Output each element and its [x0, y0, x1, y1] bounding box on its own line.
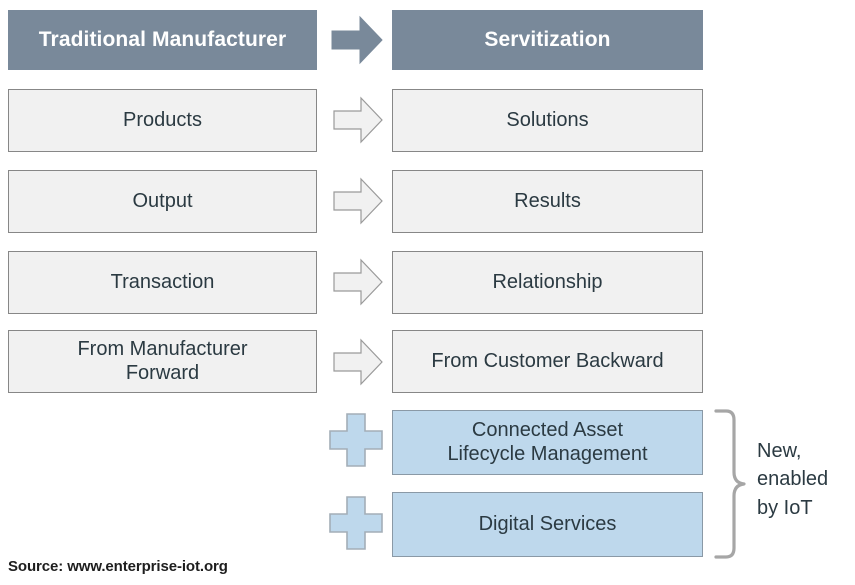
arrow-right-icon-row-1 [333, 95, 383, 145]
right-row-2: Results [392, 170, 703, 233]
left-row-3: Transaction [8, 251, 317, 314]
left-row-1-label: Products [123, 108, 202, 131]
left-row-3-label: Transaction [110, 270, 215, 293]
addition-row-2: Digital Services [392, 492, 703, 557]
left-row-4: From Manufacturer Forward [8, 330, 317, 393]
right-row-1-label: Solutions [506, 108, 589, 131]
plus-icon-addition-2 [328, 495, 384, 551]
arrow-right-icon-row-3 [333, 257, 383, 307]
left-column-header: Traditional Manufacturer [8, 10, 317, 70]
addition-row-1: Connected Asset Lifecycle Management [392, 410, 703, 475]
left-row-2-label: Output [132, 189, 193, 212]
right-curly-brace-icon [712, 408, 748, 560]
left-row-2: Output [8, 170, 317, 233]
right-row-4-label: From Customer Backward [431, 349, 664, 372]
plus-icon-addition-1 [328, 412, 384, 468]
right-row-2-label: Results [514, 189, 581, 212]
right-column-header: Servitization [392, 10, 703, 70]
annotation-text: New, enabled by IoT [757, 440, 829, 519]
source-caption: Source: www.enterprise-iot.org [8, 558, 228, 575]
right-row-3: Relationship [392, 251, 703, 314]
arrow-right-icon-header [331, 14, 383, 66]
arrow-right-icon-row-4 [333, 337, 383, 387]
left-row-4-label: From Manufacturer Forward [77, 337, 248, 384]
arrow-right-icon-row-2 [333, 176, 383, 226]
right-row-1: Solutions [392, 89, 703, 152]
right-row-3-label: Relationship [492, 270, 603, 293]
right-row-4: From Customer Backward [392, 330, 703, 393]
addition-row-1-label: Connected Asset Lifecycle Management [447, 418, 648, 465]
addition-row-2-label: Digital Services [478, 512, 617, 535]
left-column-header-label: Traditional Manufacturer [38, 27, 287, 51]
left-row-1: Products [8, 89, 317, 152]
right-column-header-label: Servitization [484, 27, 611, 51]
